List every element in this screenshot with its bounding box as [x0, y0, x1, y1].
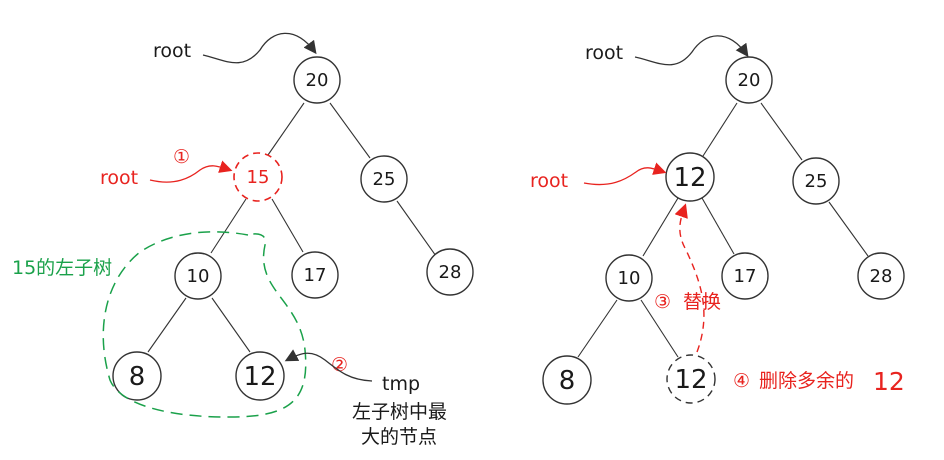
left-tree: 20 15 25 10 17 28 8 12 root ① root 15的左子… [12, 32, 474, 448]
step4-marker: ④ [733, 370, 750, 392]
step3-marker: ③ [654, 291, 671, 313]
node-r-8 [542, 355, 592, 405]
node-r-25-label: 25 [805, 171, 828, 192]
node-r-25 [792, 157, 840, 205]
node-10 [174, 252, 222, 300]
tmp-arrow [284, 349, 373, 382]
edge-r-20-12 [702, 102, 738, 157]
node-r-12-duplicate [666, 354, 716, 404]
step1-root-label: root [100, 167, 138, 189]
node-r-20-label: 20 [738, 70, 761, 91]
edge-15-10 [210, 198, 247, 254]
node-25 [360, 155, 408, 203]
node-r-10-label: 10 [618, 268, 641, 289]
node-12 [235, 351, 285, 401]
node-r-17-label: 17 [734, 266, 757, 287]
edge-r-10-12 [640, 299, 679, 358]
node-r-12 [665, 152, 715, 202]
node-r-28 [857, 252, 905, 300]
node-15 [233, 152, 283, 202]
right-red-root-label: root [530, 170, 568, 192]
edge-r-10-8 [577, 299, 618, 358]
edge-15-17 [271, 198, 304, 253]
edge-r-12-17 [701, 197, 735, 255]
root-label: root [153, 40, 191, 62]
node-20-label: 20 [306, 70, 329, 91]
node-8-label: 8 [129, 362, 146, 392]
tmp-desc-line1: 左子树中最 [352, 401, 447, 423]
right-root-label: root [585, 42, 623, 64]
node-10-label: 10 [187, 266, 210, 287]
step2-marker: ② [331, 354, 348, 376]
node-28 [426, 248, 474, 296]
node-8 [112, 351, 162, 401]
edge-10-8 [147, 297, 187, 353]
node-r-17 [721, 252, 769, 300]
node-r-12-duplicate-label: 12 [674, 365, 707, 395]
step4-text: 删除多余的 [759, 370, 854, 392]
node-20 [293, 56, 341, 104]
node-17 [291, 251, 339, 299]
edge-20-15 [267, 102, 305, 156]
node-r-10 [605, 254, 653, 302]
edge-25-28 [396, 200, 437, 257]
edge-20-25 [329, 102, 371, 159]
step1-arrow [149, 160, 233, 183]
step1-marker: ① [173, 146, 190, 168]
subtree-caption: 15的左子树 [12, 257, 112, 279]
node-r-12-label: 12 [673, 163, 706, 193]
subtree-outline [102, 231, 307, 418]
tmp-desc-line2: 大的节点 [361, 426, 437, 448]
step3-text: 替换 [683, 291, 721, 313]
right-tree: 20 12 25 10 17 28 8 12 root root ③ 替换 ④ … [530, 35, 905, 405]
node-28-label: 28 [439, 262, 462, 283]
root-arrow [202, 32, 317, 64]
edge-r-20-25 [760, 102, 803, 161]
node-25-label: 25 [373, 169, 396, 190]
edge-r-12-10 [642, 197, 679, 257]
right-red-root-arrow [583, 162, 667, 186]
right-root-arrow [634, 35, 749, 66]
replace-arrow [674, 203, 705, 353]
node-12-label: 12 [243, 362, 276, 392]
step4-value: 12 [873, 367, 905, 396]
edge-10-12 [211, 297, 251, 353]
node-17-label: 17 [304, 265, 327, 286]
node-r-28-label: 28 [870, 266, 893, 287]
edge-r-25-28 [828, 201, 869, 257]
node-r-8-label: 8 [559, 366, 576, 396]
node-r-20 [725, 56, 773, 104]
tmp-label: tmp [382, 373, 420, 395]
node-15-label: 15 [247, 167, 270, 188]
